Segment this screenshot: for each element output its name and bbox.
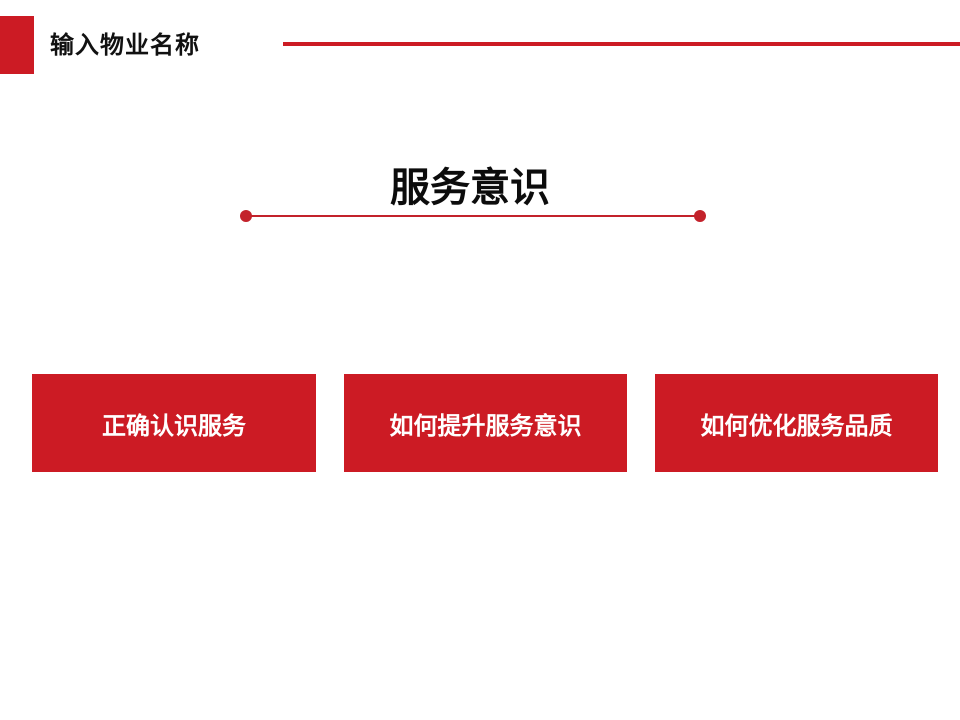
topic-card-understand-service[interactable]: 正确认识服务 (32, 374, 316, 472)
divider-dot-left (240, 210, 252, 222)
divider-line (246, 215, 700, 217)
header-accent-block (0, 16, 34, 74)
header-rule (283, 42, 960, 46)
title-divider (240, 208, 706, 224)
divider-dot-right (694, 210, 706, 222)
topic-card-optimize-quality[interactable]: 如何优化服务品质 (655, 374, 938, 472)
topic-card-label: 如何提升服务意识 (389, 411, 582, 440)
page-header-title: 输入物业名称 (50, 31, 200, 59)
topic-card-label: 如何优化服务品质 (700, 411, 893, 440)
topic-card-label: 正确认识服务 (102, 411, 246, 440)
topic-card-improve-awareness[interactable]: 如何提升服务意识 (344, 374, 627, 472)
section-title: 服务意识 (390, 165, 550, 211)
